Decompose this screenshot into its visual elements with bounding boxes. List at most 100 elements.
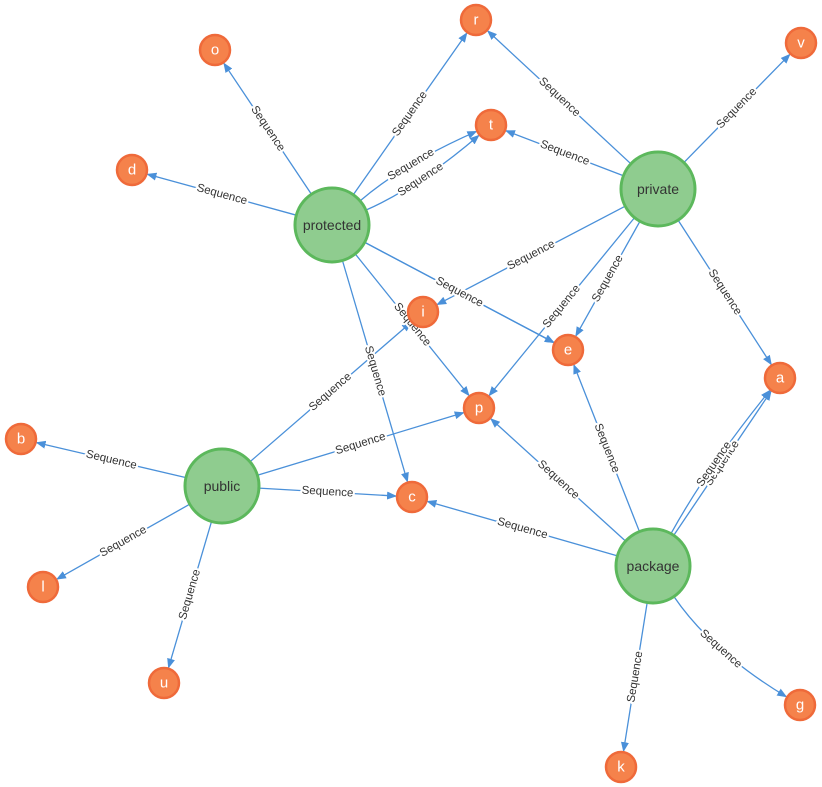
leaf-node-r[interactable]: r: [459, 3, 493, 37]
leaf-node-k[interactable]: k: [604, 750, 638, 784]
node-circle: [395, 480, 429, 514]
edges-layer: [35, 30, 791, 753]
node-circle: [183, 447, 261, 525]
edge-protected-to-r: [352, 32, 468, 196]
edge-package-to-e: [573, 363, 641, 532]
edge-label: Sequence: [590, 253, 626, 304]
edge-public-to-c: [258, 487, 398, 500]
edge-package-to-p: [490, 418, 627, 542]
edge-label: Sequence: [538, 138, 591, 168]
edge-private-to-e: [575, 220, 641, 337]
node-label: g: [796, 697, 804, 714]
edge-protected-to-o: [223, 62, 312, 195]
leaf-node-b[interactable]: b: [4, 422, 38, 456]
node-circle: [198, 33, 232, 67]
edge-label: Sequence: [592, 422, 622, 475]
edge-label: Sequence: [301, 485, 353, 500]
edge-label: Sequence: [195, 182, 248, 207]
edge-label: Sequence: [248, 104, 287, 154]
edge-public-to-p: [257, 411, 465, 476]
node-circle: [783, 688, 817, 722]
hub-node-private[interactable]: private: [619, 150, 697, 228]
edge-label: Sequence: [390, 89, 430, 138]
edge-label: Sequence: [307, 371, 354, 414]
node-circle: [462, 391, 496, 425]
edge-label: Sequence: [541, 283, 583, 331]
node-circle: [147, 666, 181, 700]
edge-protected-to-t: [359, 130, 478, 202]
node-circle: [614, 527, 692, 605]
node-circle: [4, 422, 38, 456]
node-label: u: [160, 675, 168, 692]
nodes-layer: protected private public package r o v t d i e a p b c…: [4, 3, 818, 784]
node-label: o: [211, 42, 219, 59]
node-circle: [763, 361, 797, 395]
edge-private-to-a: [677, 219, 772, 366]
edge-public-to-l: [56, 503, 191, 580]
leaf-node-c[interactable]: c: [395, 480, 429, 514]
node-label: package: [627, 558, 680, 574]
edge-private-to-p: [488, 217, 636, 397]
node-label: k: [617, 759, 625, 776]
edge-package-to-g: [673, 596, 788, 698]
node-label: public: [204, 478, 241, 494]
edge-label: Sequence: [535, 458, 581, 502]
leaf-node-a[interactable]: a: [763, 361, 797, 395]
node-circle: [474, 108, 508, 142]
edge-package-to-c: [426, 500, 618, 557]
node-label: v: [797, 35, 805, 52]
node-label: a: [776, 370, 785, 387]
edge-private-to-i: [436, 205, 626, 306]
edge-protected-to-c: [341, 260, 409, 483]
edge-label: Sequence: [714, 86, 759, 131]
edge-protected-to-p: [354, 253, 470, 397]
node-label: c: [408, 489, 416, 506]
edge-label: Sequence: [697, 627, 744, 670]
edge-label: Sequence: [98, 524, 149, 560]
node-circle: [293, 186, 371, 264]
edge-package-to-a: [670, 389, 771, 534]
edge-label: Sequence: [536, 75, 582, 119]
edge-label: Sequence: [496, 516, 549, 542]
leaf-node-p[interactable]: p: [462, 391, 496, 425]
node-label: e: [564, 342, 572, 359]
node-label: l: [41, 579, 44, 596]
edge-label: Sequence: [362, 345, 388, 398]
edge-protected-to-d: [146, 172, 297, 216]
edge-label: Sequence: [625, 650, 645, 703]
node-label: protected: [303, 217, 361, 233]
edge-label: Sequence: [505, 238, 556, 273]
hub-node-protected[interactable]: protected: [293, 186, 371, 264]
leaf-node-v[interactable]: v: [784, 26, 818, 60]
node-circle: [115, 153, 149, 187]
leaf-node-e[interactable]: e: [551, 333, 585, 367]
edge-public-to-b: [35, 440, 187, 479]
edge-private-to-t: [505, 130, 624, 177]
node-circle: [26, 570, 60, 604]
leaf-node-o[interactable]: o: [198, 33, 232, 67]
node-label: d: [128, 162, 136, 179]
node-label: r: [474, 12, 479, 29]
leaf-node-l[interactable]: l: [26, 570, 60, 604]
node-circle: [604, 750, 638, 784]
node-circle: [784, 26, 818, 60]
leaf-node-g[interactable]: g: [783, 688, 817, 722]
edge-public-to-i: [249, 321, 412, 463]
leaf-node-i[interactable]: i: [406, 295, 440, 329]
edge-label: Sequence: [434, 275, 485, 310]
edge-package-to-k: [620, 602, 648, 753]
edge-label: Sequence: [177, 568, 203, 621]
edge-package-to-a: [673, 390, 772, 536]
node-label: private: [637, 181, 679, 197]
hub-node-package[interactable]: package: [614, 527, 692, 605]
leaf-node-d[interactable]: d: [115, 153, 149, 187]
leaf-node-t[interactable]: t: [474, 108, 508, 142]
edge-label: Sequence: [334, 431, 387, 458]
hub-node-public[interactable]: public: [183, 447, 261, 525]
edge-protected-to-t: [365, 134, 480, 211]
node-circle: [551, 333, 585, 367]
node-circle: [619, 150, 697, 228]
node-circle: [459, 3, 493, 37]
leaf-node-u[interactable]: u: [147, 666, 181, 700]
